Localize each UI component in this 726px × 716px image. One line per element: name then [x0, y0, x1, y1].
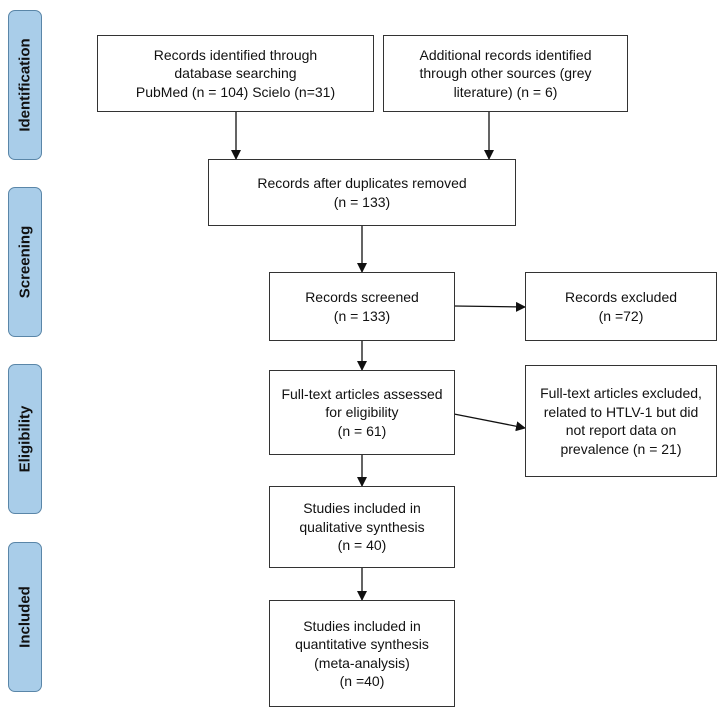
box-line: qualitative synthesis [299, 518, 425, 535]
box-line: Full-text articles assessed [281, 385, 443, 402]
box-fulltext-excluded: Full-text articles excluded, related to … [525, 365, 717, 477]
box-line: (n = 133) [333, 307, 391, 324]
box-line: Records identified through [153, 46, 318, 63]
box-records-screened: Records screened (n = 133) [269, 272, 455, 341]
box-line: literature) (n = 6) [453, 83, 558, 100]
box-line: (n =40) [339, 673, 385, 689]
box-line: (meta-analysis) [314, 654, 410, 671]
box-line: (n = 61) [337, 422, 387, 439]
box-line: (n = 133) [333, 193, 391, 210]
box-qualitative-synthesis: Studies included in qualitative synthesi… [269, 486, 455, 568]
box-line: (n = 40) [337, 537, 387, 554]
stage-included: Included [8, 542, 42, 692]
box-line: Records screened [305, 289, 419, 305]
box-database-records: Records identified through database sear… [97, 35, 374, 112]
box-line: Records after duplicates removed [257, 175, 467, 191]
arrow-screened-to-excluded [453, 301, 526, 312]
box-line: Additional records identified [419, 46, 592, 63]
box-line: Records excluded [564, 289, 678, 305]
box-line: quantitative synthesis [295, 636, 429, 652]
stage-screening: Screening [8, 187, 42, 337]
arrow-fulltext-to-fulltext-excluded [453, 413, 526, 432]
box-line: Studies included in [303, 617, 421, 634]
box-after-duplicates: Records after duplicates removed (n = 13… [208, 159, 516, 226]
box-line: database searching [174, 65, 297, 82]
box-line: Full-text articles excluded, [540, 385, 702, 401]
box-line: PubMed (n = 104) Scielo (n=31) [135, 83, 336, 100]
box-line: Studies included in [303, 500, 421, 517]
stage-eligibility: Eligibility [8, 364, 42, 514]
box-line: prevalence (n = 21) [560, 440, 682, 457]
box-other-records: Additional records identified through ot… [383, 35, 628, 112]
box-fulltext-assessed: Full-text articles assessed for eligibil… [269, 370, 455, 455]
stage-identification: Identification [8, 10, 42, 160]
box-records-excluded: Records excluded (n =72) [525, 272, 717, 341]
box-quantitative-synthesis: Studies included in quantitative synthes… [269, 600, 455, 707]
box-line: through other sources (grey [419, 65, 592, 82]
box-line: for eligibility [325, 404, 399, 421]
box-line: related to HTLV-1 but did [543, 403, 699, 420]
box-line: (n =72) [598, 307, 644, 324]
box-line: not report data on [565, 422, 677, 438]
